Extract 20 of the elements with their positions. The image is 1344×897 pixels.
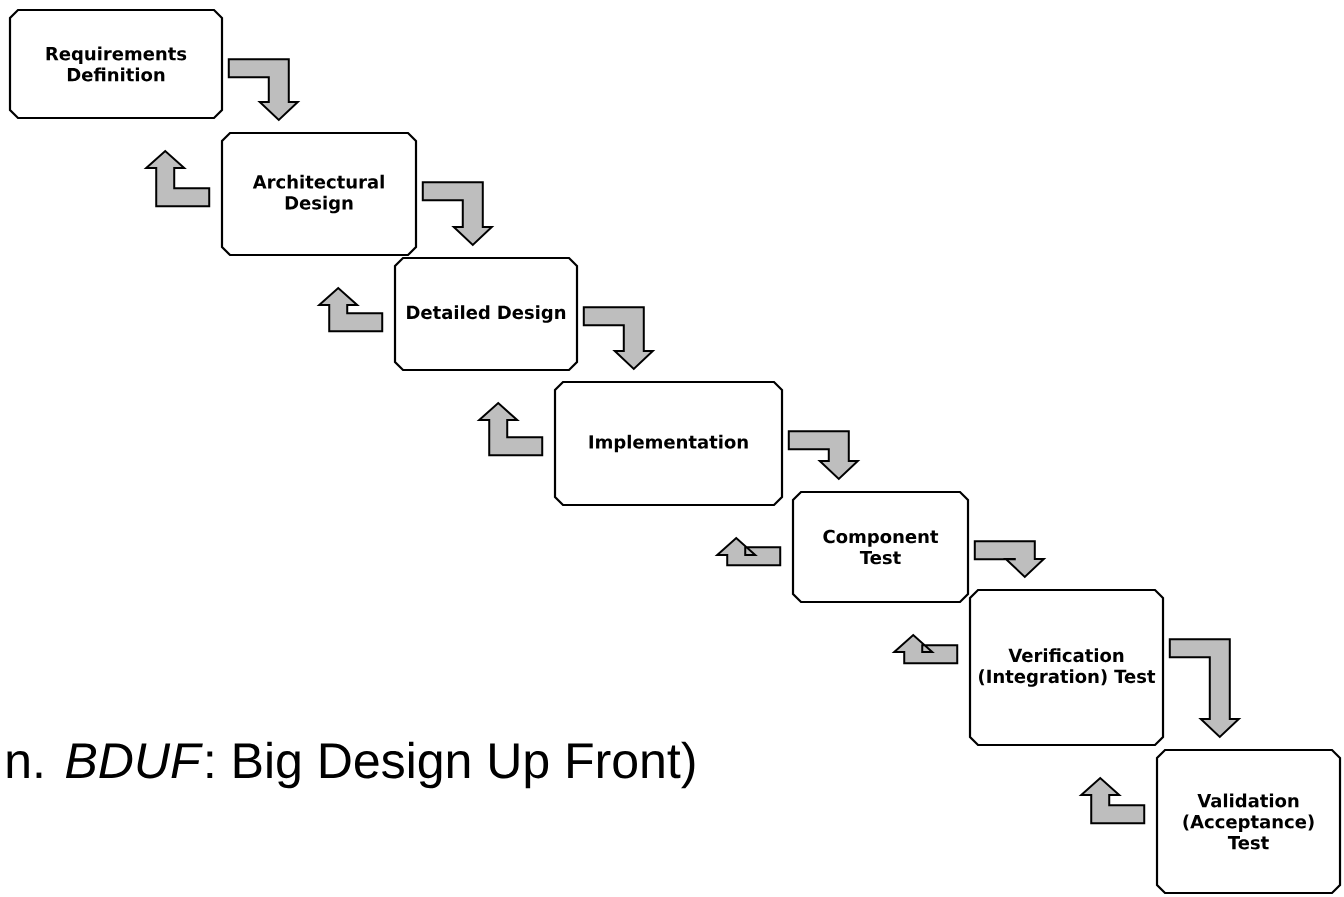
bent-arrow [891, 633, 959, 665]
process-box: Requirements Definition [8, 8, 224, 120]
bent-arrow [1168, 638, 1242, 739]
bent-arrow [714, 536, 782, 567]
bent-arrow [421, 181, 495, 247]
bent-arrow [143, 149, 211, 208]
bent-arrow [973, 540, 1047, 579]
process-box: Detailed Design [393, 256, 579, 372]
process-box: Verification (Integration) Test [968, 588, 1165, 747]
bent-arrow [227, 58, 301, 122]
bent-arrow [316, 286, 384, 333]
process-box: Validation (Acceptance) Test [1155, 748, 1342, 895]
process-box: Component Test [791, 490, 970, 604]
bent-arrow [787, 430, 861, 481]
process-box: Architectural Design [220, 131, 418, 257]
bent-arrow [476, 401, 544, 457]
process-box: Implementation [553, 380, 784, 507]
bent-arrow [1078, 776, 1146, 825]
caption-text: n. BDUF: Big Design Up Front) [7, 741, 695, 789]
bent-arrow [582, 306, 656, 371]
